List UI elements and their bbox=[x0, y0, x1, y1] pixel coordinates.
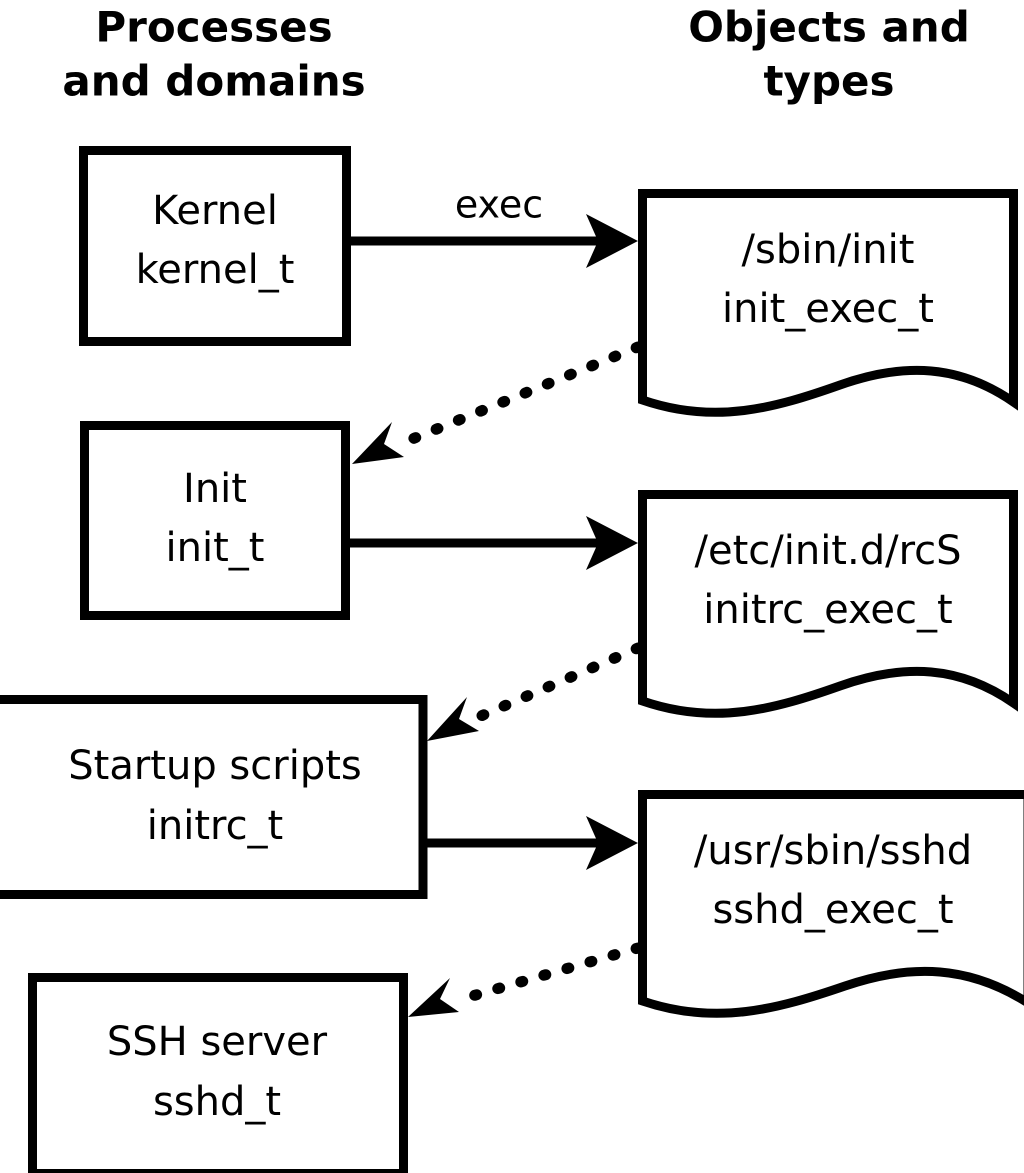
node-initrc_exec-line1: /etc/init.d/rcS bbox=[694, 528, 961, 574]
node-init[interactable]: Init init_t bbox=[80, 421, 350, 620]
column-header-objects: Objects and types bbox=[688, 3, 970, 106]
arrowhead-initrc_exec-initrc bbox=[427, 697, 479, 741]
header-objects-line1: Objects and bbox=[688, 3, 970, 52]
edge-init_exec-to-init bbox=[352, 341, 644, 464]
edge-line-sshd_exec-sshd bbox=[449, 942, 644, 1007]
node-kernel-line1: Kernel bbox=[152, 188, 278, 234]
arrowhead-init_exec-init bbox=[352, 422, 404, 464]
node-initrc-line2: initrc_t bbox=[147, 803, 284, 849]
arrowhead-sshd_exec-sshd bbox=[408, 978, 459, 1017]
header-processes-line2: and domains bbox=[62, 57, 365, 106]
node-sshd-line2: sshd_t bbox=[153, 1079, 281, 1125]
node-kernel-line2: kernel_t bbox=[136, 247, 295, 293]
node-initrc[interactable]: Startup scripts initrc_t bbox=[0, 695, 428, 899]
node-init-line1: Init bbox=[183, 466, 247, 512]
edge-line-initrc_exec-initrc bbox=[468, 642, 644, 725]
edge-init-exec-initrc_exec bbox=[350, 516, 638, 570]
node-kernel-box[interactable] bbox=[79, 146, 351, 346]
node-sshd_exec-line2: sshd_exec_t bbox=[712, 887, 953, 933]
node-init_exec-line1: /sbin/init bbox=[742, 227, 915, 273]
node-sshd_exec[interactable]: /usr/sbin/sshd sshd_exec_t bbox=[638, 790, 1024, 1018]
column-header-processes: Processes and domains bbox=[62, 3, 365, 106]
node-sshd[interactable]: SSH server sshd_t bbox=[28, 973, 408, 1173]
node-initrc_exec-document[interactable] bbox=[638, 490, 1018, 718]
edge-initrc_exec-to-initrc bbox=[427, 642, 644, 741]
node-init_exec-line2: init_exec_t bbox=[722, 286, 934, 332]
edge-line-init_exec-init bbox=[394, 341, 644, 450]
node-initrc_exec-line2: initrc_exec_t bbox=[703, 587, 952, 633]
node-sshd-line1: SSH server bbox=[107, 1019, 328, 1065]
arrowhead-init-initrc_exec bbox=[586, 516, 638, 570]
node-initrc-line1: Startup scripts bbox=[68, 743, 361, 789]
node-initrc_exec[interactable]: /etc/init.d/rcS initrc_exec_t bbox=[638, 490, 1018, 718]
node-init_exec-document[interactable] bbox=[638, 189, 1018, 417]
node-sshd_exec-document[interactable] bbox=[638, 790, 1024, 1018]
edge-initrc-exec-sshd_exec bbox=[427, 816, 638, 870]
node-sshd-box[interactable] bbox=[28, 973, 408, 1173]
edge-label-exec: exec bbox=[455, 183, 543, 227]
node-kernel[interactable]: Kernel kernel_t bbox=[79, 146, 351, 346]
edge-kernel-exec-init_exec: exec bbox=[350, 183, 638, 268]
edge-sshd_exec-to-sshd bbox=[408, 942, 644, 1017]
arrowhead-kernel-init_exec bbox=[586, 214, 638, 268]
arrowhead-initrc-sshd_exec bbox=[586, 816, 638, 870]
node-init-line2: init_t bbox=[166, 525, 265, 571]
header-processes-line1: Processes bbox=[95, 3, 332, 52]
node-init-box[interactable] bbox=[80, 421, 350, 620]
node-sshd_exec-line1: /usr/sbin/sshd bbox=[694, 828, 972, 874]
node-init_exec[interactable]: /sbin/init init_exec_t bbox=[638, 189, 1018, 417]
header-objects-line2: types bbox=[763, 57, 894, 106]
node-initrc-box[interactable] bbox=[0, 695, 428, 899]
